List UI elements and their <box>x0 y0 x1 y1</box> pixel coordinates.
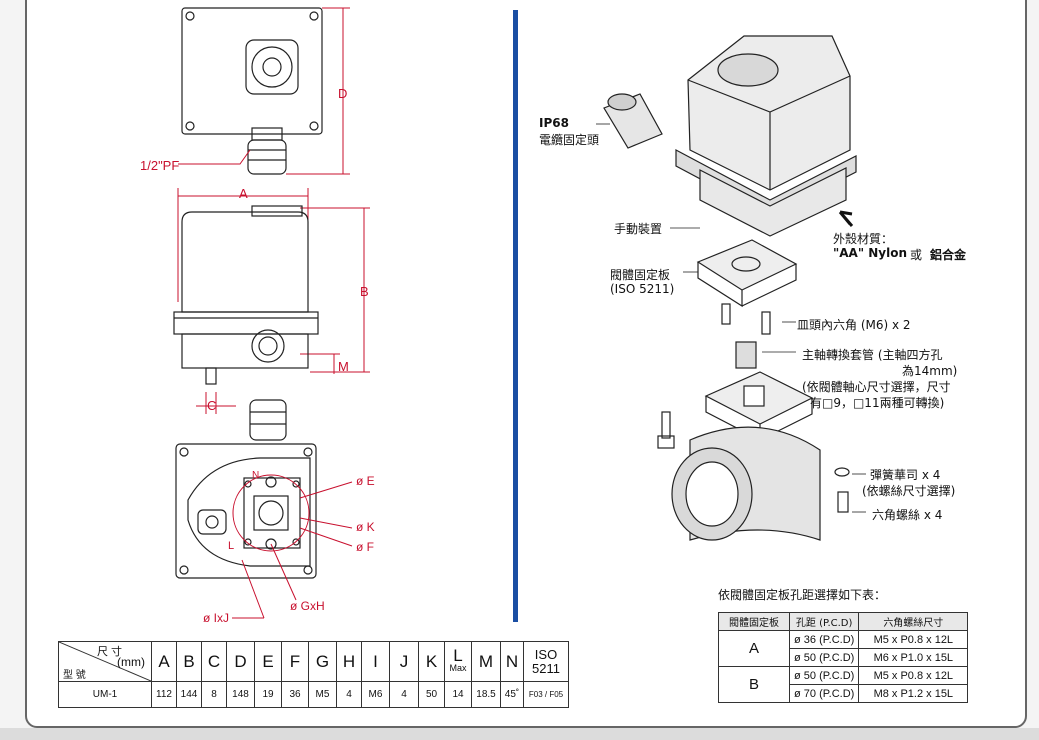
selection-table: 閥體固定板 孔距 (P.C.D) 六角螺絲尺寸 A ø 36 (P.C.D) M… <box>718 612 969 703</box>
model-cell: UM-1 <box>58 681 152 708</box>
header-cell: E <box>254 641 282 682</box>
value-cell: 144 <box>176 681 202 708</box>
header-l-max: Max <box>449 662 467 673</box>
pcd-cell: ø 70 (P.C.D) <box>788 684 860 703</box>
value-cell: 18.5 <box>471 681 501 708</box>
header-cell: A <box>151 641 177 682</box>
bottom-view-drawing <box>175 399 317 579</box>
value-cell: 45˚ <box>500 681 524 708</box>
pcd-cell: ø 50 (P.C.D) <box>788 666 860 685</box>
header-cell: G <box>308 641 337 682</box>
header-cell: H <box>336 641 362 682</box>
sel-header: 六角螺絲尺寸 <box>858 612 969 631</box>
housing-aa-nylon: "AA" Nylon <box>833 246 908 260</box>
dim-gxh-label: ø GxH <box>290 599 325 613</box>
dim-k-label: ø K <box>356 520 375 534</box>
dim-f-label: ø F <box>356 540 374 554</box>
pcd-cell: ø 36 (P.C.D) <box>788 630 860 649</box>
corner-unit: (mm) <box>117 655 145 669</box>
header-cell: I <box>361 641 390 682</box>
spec-panel <box>25 0 1027 728</box>
value-cell: F03 / F05 <box>523 681 569 708</box>
bolt-cell: M8 x P1.2 x 15L <box>858 684 969 703</box>
value-cell: 4 <box>389 681 419 708</box>
corner-size: 尺 寸 <box>97 646 123 658</box>
plate-b: B <box>718 666 790 703</box>
dim-ixj-label: ø IxJ <box>203 611 229 625</box>
dim-l-label: L <box>228 540 235 552</box>
bottom-strip <box>0 728 1039 740</box>
washer-label: 彈簧華司 x 4 <box>870 468 941 482</box>
sleeve-label-1: 主軸轉換套管 (主軸四方孔 <box>802 348 943 362</box>
sel-header: 閥體固定板 <box>718 612 790 631</box>
value-cell: 8 <box>201 681 227 708</box>
sleeve-label-4: 有□9，□11兩種可轉換) <box>810 396 945 410</box>
header-cell: N <box>500 641 524 682</box>
dim-m-label: M <box>338 359 349 374</box>
housing-aluminum: 鋁合金 <box>930 248 967 262</box>
housing-or: 或 <box>910 248 923 262</box>
manual-device-label: 手動裝置 <box>614 222 663 236</box>
selection-title: 依閥體固定板孔距選擇如下表： <box>718 588 887 602</box>
bolt-cell: M5 x P0.8 x 12L <box>858 630 969 649</box>
plate-a: A <box>718 630 790 667</box>
value-cell: M6 <box>361 681 390 708</box>
header-cell: M <box>471 641 501 682</box>
header-cell: B <box>176 641 202 682</box>
value-cell: 148 <box>226 681 255 708</box>
plate-iso-label: (ISO 5211) <box>610 282 675 296</box>
value-cell: M5 <box>308 681 337 708</box>
header-cell-l: L Max <box>444 641 472 682</box>
sleeve-label-2: 為14mm) <box>902 364 958 378</box>
dim-a-label: A <box>239 186 248 201</box>
header-cell-iso: ISO 5211 <box>523 641 569 682</box>
divider <box>513 10 518 622</box>
value-cell: 14 <box>444 681 472 708</box>
ip68-subtitle: 電纜固定頭 <box>539 133 600 147</box>
value-cell: 50 <box>418 681 445 708</box>
corner-model: 型 號 <box>63 670 86 681</box>
top-view-drawing <box>181 7 323 175</box>
value-cell: 36 <box>281 681 309 708</box>
housing-material-label: 外殼材質： <box>833 232 894 246</box>
dim-n-label: N <box>252 470 260 481</box>
ip68-title: IP68 <box>539 116 569 130</box>
header-cell: C <box>201 641 227 682</box>
dim-c-label: C <box>207 398 217 413</box>
header-cell: J <box>389 641 419 682</box>
dim-b-label: B <box>360 284 369 299</box>
dimensions-table: 尺 寸 (mm) 型 號 A B C D E F G H I J K L Max… <box>58 641 569 708</box>
dim-d-label: D <box>338 86 348 101</box>
value-cell: 19 <box>254 681 282 708</box>
sleeve-label-3: (依閥體軸心尺寸選擇，尺寸 <box>802 380 951 394</box>
value-cell: 4 <box>336 681 362 708</box>
value-cell: 112 <box>151 681 177 708</box>
header-l: L <box>453 645 463 665</box>
header-cell: D <box>226 641 255 682</box>
dim-e-label: ø E <box>356 474 375 488</box>
hex-bolt-label: 六角螺絲 x 4 <box>872 508 943 522</box>
pf-label: 1/2"PF <box>140 158 180 173</box>
screw-label: 皿頭內六角 (M6) x 2 <box>797 318 911 332</box>
washer-note: (依螺絲尺寸選擇) <box>862 484 956 498</box>
sel-header: 孔距 (P.C.D) <box>788 612 860 631</box>
front-view-drawing <box>173 205 319 385</box>
header-cell: K <box>418 641 445 682</box>
plate-label: 閥體固定板 <box>610 268 671 282</box>
bolt-cell: M6 x P1.0 x 15L <box>858 648 969 667</box>
pcd-cell: ø 50 (P.C.D) <box>788 648 860 667</box>
table-corner: 尺 寸 (mm) 型 號 <box>58 641 152 682</box>
header-cell: F <box>281 641 309 682</box>
bolt-cell: M5 x P0.8 x 12L <box>858 666 969 685</box>
